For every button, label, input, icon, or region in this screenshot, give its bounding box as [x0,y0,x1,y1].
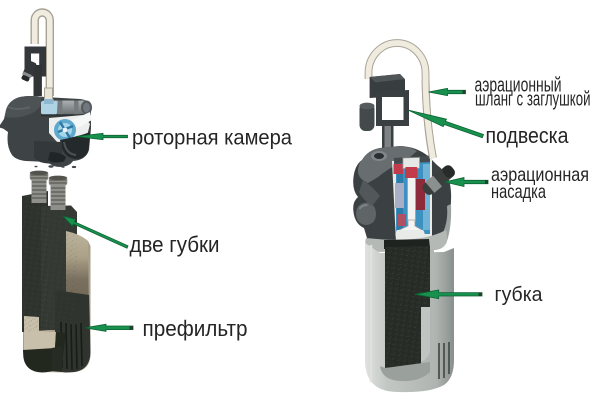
svg-text:аэрационная: аэрационная [491,164,589,186]
svg-text:две губки: две губки [130,232,220,257]
svg-text:губка: губка [495,283,544,306]
svg-text:насадка: насадка [491,181,546,203]
svg-text:подвеска: подвеска [486,123,570,148]
svg-text:роторная камера: роторная камера [132,127,292,150]
svg-text:префильтр: префильтр [143,316,248,341]
svg-text:шланг с заглушкой: шланг с заглушкой [475,89,591,111]
svg-text:аэрационный: аэрационный [475,75,562,97]
